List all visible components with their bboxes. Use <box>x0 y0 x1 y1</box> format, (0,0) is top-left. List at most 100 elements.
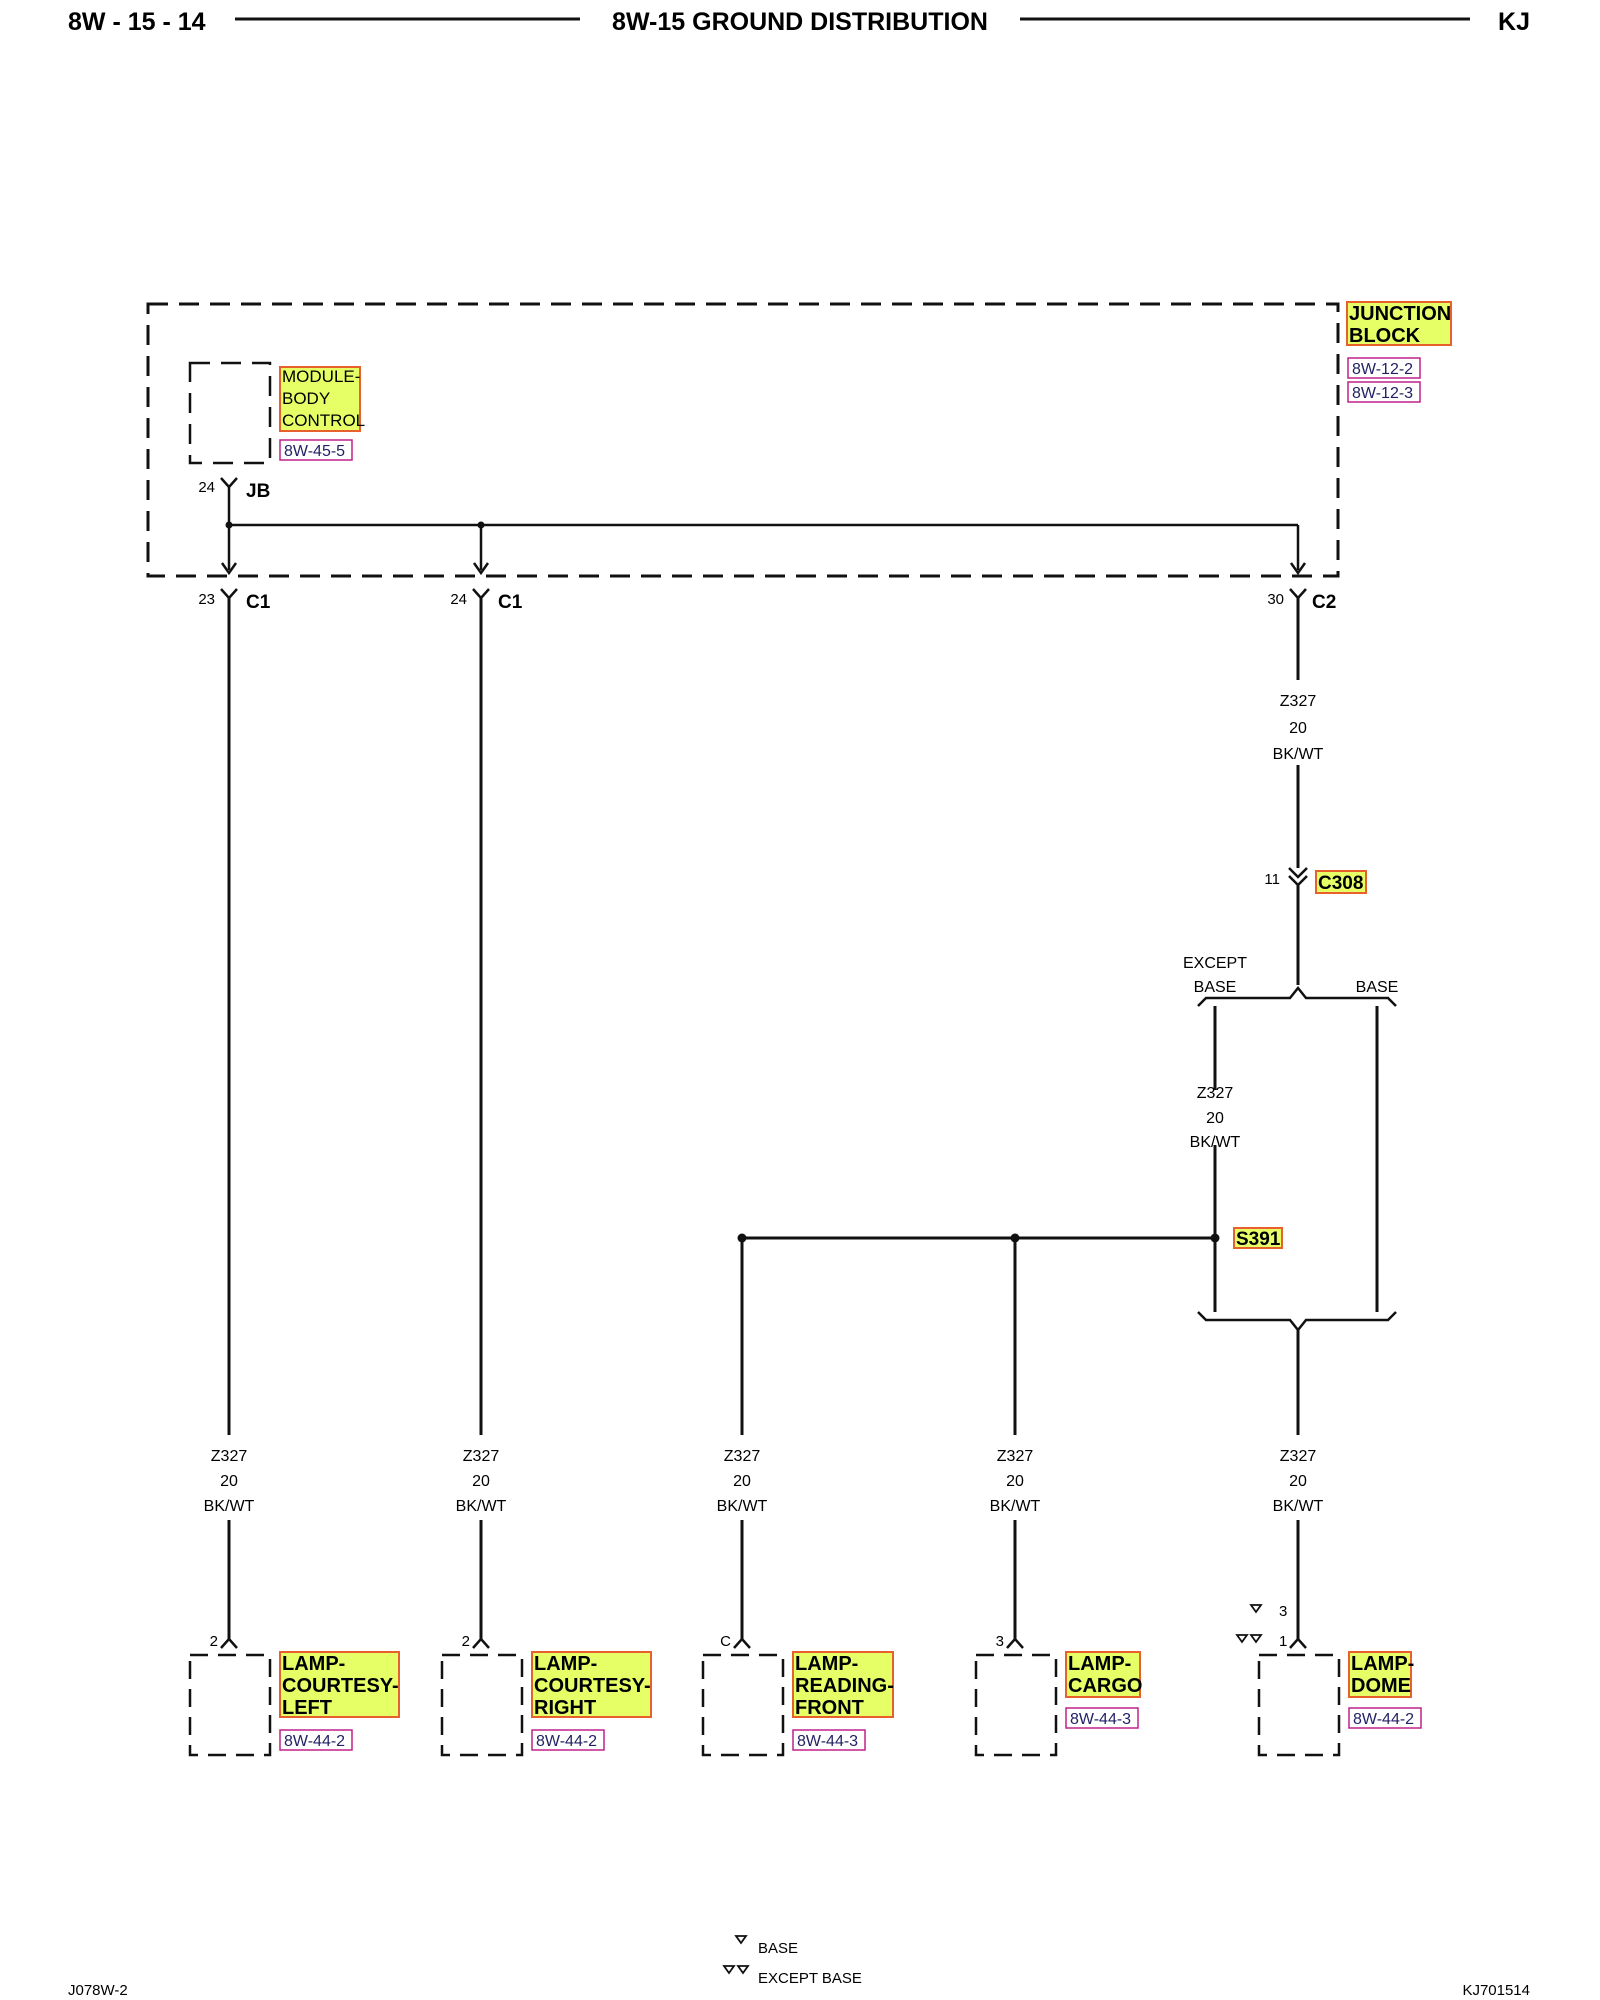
wire-circuit: Z327 <box>463 1448 500 1465</box>
lamp-courtesy-left-ref-box <box>279 1729 353 1751</box>
lamp-pin-except-base: 1 <box>1279 1633 1287 1650</box>
junction-ref-box-2 <box>1347 381 1421 403</box>
vehicle-code: KJ <box>1498 8 1530 36</box>
lamp-dome-ref-box <box>1348 1707 1422 1729</box>
footer-right-code: KJ701514 <box>1462 1982 1530 1999</box>
except-base-option-triangle-icon <box>1249 1634 1263 1644</box>
lamp-label: COURTESY- <box>534 1675 651 1697</box>
junction-block-label: BLOCK <box>1349 325 1421 347</box>
c308-pin: 11 <box>1264 871 1280 888</box>
s391-highlight <box>1233 1227 1283 1249</box>
bcm-ref[interactable]: 8W-45-5 <box>284 443 345 460</box>
lamp-pin: 2 <box>210 1633 218 1650</box>
lamp-label: LAMP- <box>795 1653 858 1675</box>
output-pin: 23 <box>198 591 215 608</box>
lamp-cargo-ref-box <box>1065 1707 1139 1729</box>
bcm-highlight <box>279 366 361 432</box>
junction-ref-1[interactable]: 8W-12-2 <box>1352 361 1413 378</box>
lamp-courtesy-left-highlight <box>279 1651 400 1718</box>
except-base-label: BASE <box>1194 979 1237 996</box>
lamp-label: FRONT <box>795 1697 864 1719</box>
except-base-option-triangle-icon <box>1235 1634 1249 1644</box>
except-base-label: EXCEPT <box>1183 955 1247 972</box>
wire-color: BK/WT <box>990 1498 1041 1515</box>
lamp-connector-symbol <box>1289 1637 1307 1649</box>
bcm-label: MODULE- <box>282 367 360 386</box>
ground-arrowhead <box>1289 562 1307 576</box>
lamp-reading-front-highlight <box>792 1651 894 1718</box>
lamp-label: COURTESY- <box>282 1675 399 1697</box>
wire-gauge: 20 <box>1006 1473 1024 1490</box>
lamp-label: LAMP- <box>1351 1653 1414 1675</box>
junction-ref-2[interactable]: 8W-12-3 <box>1352 385 1413 402</box>
wire-gauge: 20 <box>1206 1110 1224 1127</box>
legend-except-base-triangle-icon <box>722 1965 736 1975</box>
connector-symbol-c308 <box>1288 867 1308 879</box>
wire-circuit: Z327 <box>1280 693 1317 710</box>
lamp-reading-front-box <box>701 1653 785 1757</box>
s391-label: S391 <box>1236 1229 1281 1250</box>
ground-arrowhead <box>472 562 490 576</box>
wire-circuit: Z327 <box>997 1448 1034 1465</box>
legend-base: BASE <box>758 1940 798 1957</box>
lamp-ref[interactable]: 8W-44-2 <box>1353 1711 1414 1728</box>
footer-left-code: J078W-2 <box>68 1982 128 1999</box>
wire-circuit: Z327 <box>211 1448 248 1465</box>
lamp-ref[interactable]: 8W-44-2 <box>536 1733 597 1750</box>
legend-base-triangle-icon <box>734 1935 748 1945</box>
lamp-label: LEFT <box>282 1697 332 1719</box>
lamp-pin-base: 3 <box>1279 1603 1287 1620</box>
page-title: 8W-15 GROUND DISTRIBUTION <box>612 8 988 36</box>
output-connector: C1 <box>498 592 523 613</box>
lamp-ref[interactable]: 8W-44-3 <box>797 1733 858 1750</box>
bus-junction-dot <box>225 521 233 529</box>
legend-except-base-triangle-icon <box>736 1965 750 1975</box>
bcm-label: CONTROL <box>282 411 365 430</box>
lamp-courtesy-left-box <box>188 1653 272 1757</box>
splice-dot <box>737 1233 747 1243</box>
lamp-label: READING- <box>795 1675 894 1697</box>
lamp-dome-highlight <box>1348 1651 1412 1698</box>
wire-gauge: 20 <box>472 1473 490 1490</box>
connector-symbol-c1-24 <box>472 588 490 600</box>
wire-color: BK/WT <box>1190 1134 1241 1151</box>
junction-block-outline <box>146 302 1340 578</box>
wire-gauge: 20 <box>220 1473 238 1490</box>
bcm-ref-box <box>279 439 353 461</box>
splice-dot-s391 <box>1210 1233 1220 1243</box>
lamp-reading-front-ref-box <box>792 1729 866 1751</box>
lamp-pin: C <box>720 1633 731 1650</box>
lamp-label: LAMP- <box>282 1653 345 1675</box>
lamp-connector-symbol <box>472 1637 490 1649</box>
lamp-ref[interactable]: 8W-44-2 <box>284 1733 345 1750</box>
body-control-module-box <box>188 361 272 465</box>
wire-color: BK/WT <box>456 1498 507 1515</box>
wire-color: BK/WT <box>1273 1498 1324 1515</box>
connector-symbol-jb <box>220 477 238 489</box>
junction-block-label: JUNCTION <box>1349 303 1451 325</box>
connector-symbol-c1-23 <box>220 588 238 600</box>
bus-junction-dot <box>477 521 485 529</box>
bcm-connector: JB <box>246 481 270 502</box>
wire-gauge: 20 <box>1289 720 1307 737</box>
lamp-courtesy-right-highlight <box>531 1651 652 1718</box>
wire-circuit: Z327 <box>1197 1085 1234 1102</box>
lamp-connector-symbol <box>733 1637 751 1649</box>
splice-dot <box>1010 1233 1020 1243</box>
lamp-label: RIGHT <box>534 1697 596 1719</box>
output-connector: C2 <box>1312 592 1336 613</box>
legend-except-base: EXCEPT BASE <box>758 1970 862 1987</box>
lamp-cargo-box <box>974 1653 1058 1757</box>
wire-color: BK/WT <box>204 1498 255 1515</box>
lamp-label: LAMP- <box>1068 1653 1131 1675</box>
wire-color: BK/WT <box>717 1498 768 1515</box>
lamp-pin: 2 <box>462 1633 470 1650</box>
lamp-ref[interactable]: 8W-44-3 <box>1070 1711 1131 1728</box>
connector-symbol-c2-30 <box>1289 588 1307 600</box>
lamp-label: LAMP- <box>534 1653 597 1675</box>
output-pin: 24 <box>450 591 467 608</box>
wire-gauge: 20 <box>1289 1473 1307 1490</box>
lamp-dome-box <box>1257 1653 1341 1757</box>
c308-label: C308 <box>1318 873 1363 894</box>
